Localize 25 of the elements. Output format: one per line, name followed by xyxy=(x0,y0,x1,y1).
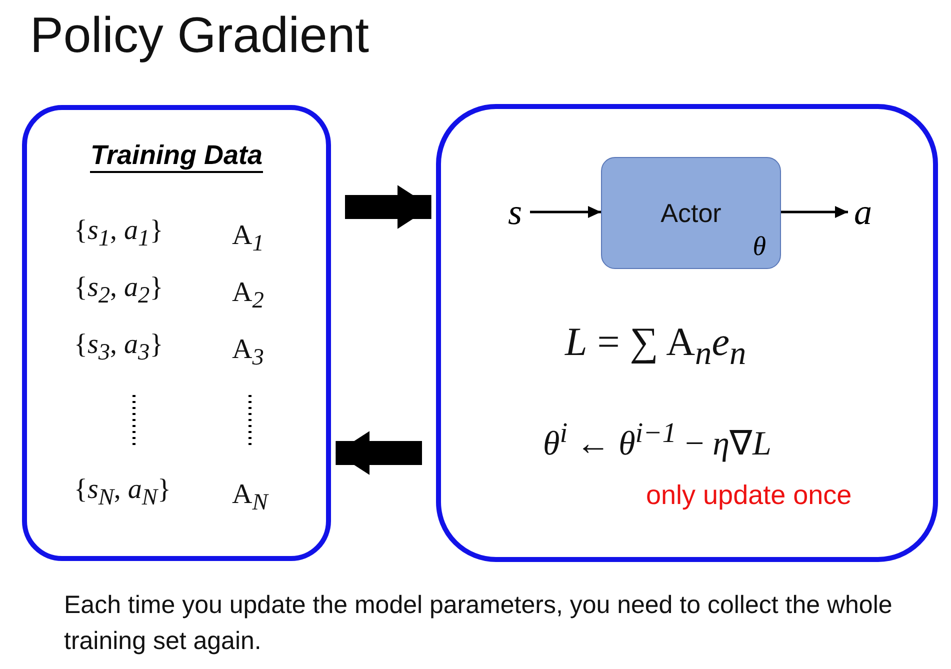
parameter-label: θ xyxy=(752,231,766,262)
formula: A$_{N}$ xyxy=(232,479,268,517)
box-label: Actor xyxy=(660,198,722,229)
block-arrow xyxy=(336,431,422,475)
rounded-panel xyxy=(436,104,938,562)
symbol-text: s xyxy=(500,190,530,234)
formula: {s$_{1}$, a$_{1}$} xyxy=(74,215,164,253)
formula: A$_{2}$ xyxy=(232,277,264,315)
rounded-panel xyxy=(22,105,331,561)
formula: A$_{1}$ xyxy=(232,220,264,258)
symbol-text: a xyxy=(848,190,878,234)
block-arrow xyxy=(345,185,432,229)
heading: Training Data xyxy=(90,140,263,173)
arrow xyxy=(781,206,848,218)
formula: L = ∑ A$_{n}$e$_{n}$ xyxy=(565,318,746,373)
formula: θ$^{i}$ ← θ$^{i−1}$ − η∇L xyxy=(543,418,772,464)
formula: {s$_{2}$, a$_{2}$} xyxy=(74,272,164,310)
caption: Each time you update the model parameters, you need to collect the whole training set again. xyxy=(64,590,894,657)
formula: {s$_{3}$, a$_{3}$} xyxy=(74,329,164,367)
arrow xyxy=(530,206,601,218)
title: Policy Gradient xyxy=(30,6,370,64)
formula: {s$_{N}$, a$_{N}$} xyxy=(74,474,171,512)
actor-box xyxy=(601,157,781,269)
formula: A$_{3}$ xyxy=(232,334,264,372)
note: only update once xyxy=(646,480,852,511)
